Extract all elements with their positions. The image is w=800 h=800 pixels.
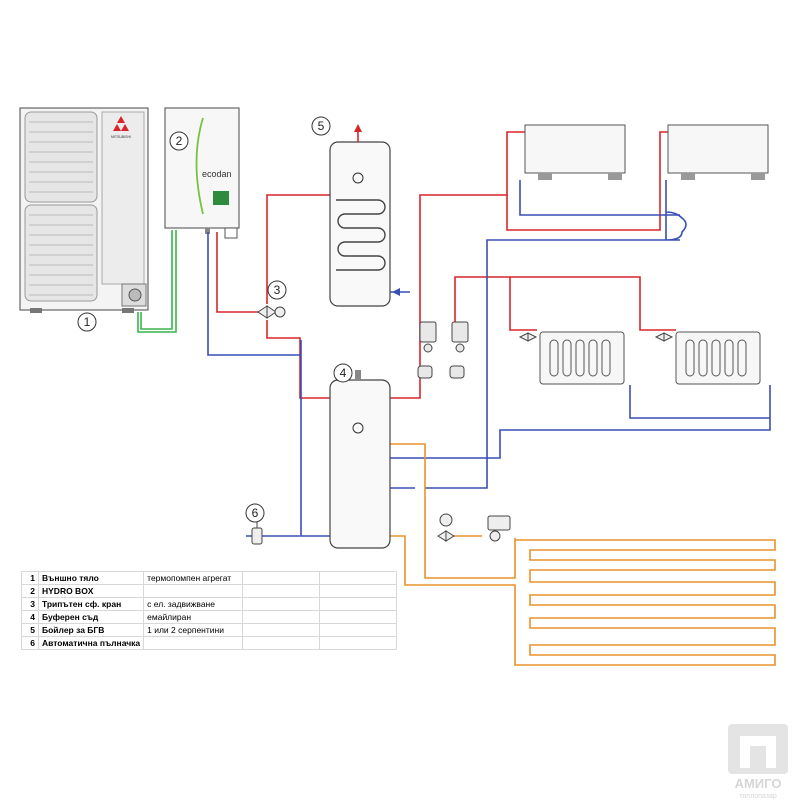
legend-table: 1 Външно тяло термопомпен агрегат 2 HYDR… [21, 571, 398, 650]
fan-coil-unit [667, 124, 769, 180]
hydro-box: ecodan [164, 107, 240, 239]
hot-water-outlet-icon [354, 124, 362, 132]
legend-num: 6 [21, 636, 39, 650]
legend-empty [242, 571, 321, 585]
outdoor-brand-text: MITSUBISHI [111, 135, 131, 139]
legend-empty [242, 623, 321, 637]
auto-filler-icon [251, 518, 263, 545]
legend-empty [319, 597, 398, 611]
legend-row: 1 Външно тяло термопомпен агрегат [21, 571, 398, 585]
legend-title: Буферен съд [37, 610, 145, 624]
hydrobox-brand-text: ecodan [202, 169, 232, 179]
legend-empty [242, 636, 321, 650]
legend-empty [242, 597, 321, 611]
logo-text: АМИГО [735, 776, 782, 791]
legend-empty [319, 636, 398, 650]
legend-num: 4 [21, 610, 39, 624]
radiator [675, 331, 761, 385]
legend-num: 3 [21, 597, 39, 611]
radiator [539, 331, 625, 385]
dhw-boiler [329, 124, 400, 307]
amigo-logo: АМИГО топлопазар [728, 724, 788, 800]
legend-desc [143, 636, 244, 650]
radiator-valve-icon [518, 332, 674, 342]
legend-desc: емайлиран [143, 610, 244, 624]
mitsubishi-logo-icon [117, 116, 125, 123]
legend-num: 5 [21, 623, 39, 637]
legend-desc: термопомпен агрегат [143, 571, 244, 585]
legend-num: 2 [21, 584, 39, 598]
legend-row: 6 Автоматична пълначка [21, 636, 398, 650]
legend-desc: 1 или 2 серпентини [143, 623, 244, 637]
outdoor-unit: MITSUBISHI [19, 107, 149, 313]
legend-empty [242, 610, 321, 624]
unit-label-5: 5 [318, 119, 325, 133]
legend-title: Автоматична пълначка [37, 636, 145, 650]
legend-title: Бойлер за БГВ [37, 623, 145, 637]
legend-row: 4 Буферен съд емайлиран [21, 610, 398, 624]
legend-row: 2 HYDRO BOX [21, 584, 398, 598]
legend-empty [242, 584, 321, 598]
circulation-pump-group [417, 321, 469, 379]
legend-desc [143, 584, 244, 598]
unit-label-3: 3 [274, 283, 281, 297]
cold-water-inlet-icon [392, 288, 400, 296]
logo-subtext: топлопазар [739, 793, 777, 800]
legend-title: Външно тяло [37, 571, 145, 585]
legend-empty [319, 610, 398, 624]
legend-title: HYDRO BOX [37, 584, 145, 598]
buffer-tank [329, 370, 391, 549]
floor-mixing-valve-icon [437, 513, 511, 542]
fan-coil-unit [524, 124, 626, 180]
legend-row: 3 Трипътен сф. кран с ел. задвижване [21, 597, 398, 611]
legend-empty [319, 623, 398, 637]
unit-label-6: 6 [252, 506, 259, 520]
legend-row: 5 Бойлер за БГВ 1 или 2 серпентини [21, 623, 398, 637]
legend-desc: с ел. задвижване [143, 597, 244, 611]
unit-label-1: 1 [84, 315, 91, 329]
legend-empty [319, 584, 398, 598]
legend-empty [319, 571, 398, 585]
unit-label-4: 4 [340, 366, 347, 380]
unit-label-2: 2 [176, 134, 183, 148]
legend-num: 1 [21, 571, 39, 585]
three-way-valve-icon [257, 305, 286, 319]
legend-title: Трипътен сф. кран [37, 597, 145, 611]
